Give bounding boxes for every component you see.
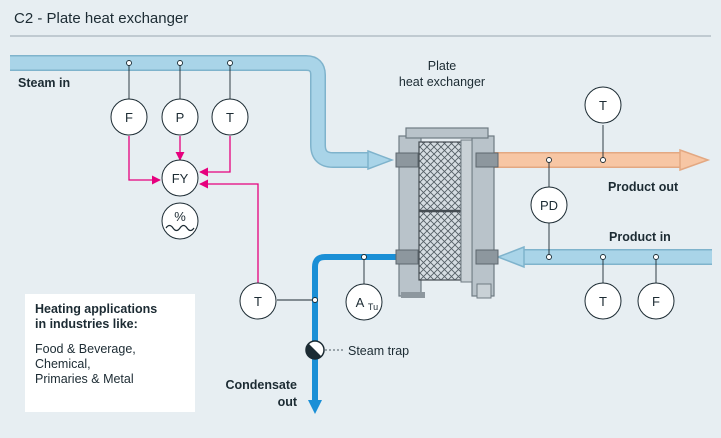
instrument-bubbles: [110, 86, 675, 321]
steam-trap-label: Steam trap: [348, 344, 409, 358]
condensate-out-label-1: Condensate: [225, 378, 297, 392]
instrument-flow-top: F: [125, 110, 133, 125]
instrument-analyzer: A: [356, 295, 365, 310]
plate-heat-exchanger: [395, 127, 499, 299]
instrument-analyzer-sub: Tu: [368, 302, 378, 312]
condensate-pipe: [312, 254, 400, 402]
phe-label-1: Plate: [428, 59, 457, 73]
instrument-flow-computer: FY: [172, 171, 189, 186]
tap-points: [126, 60, 659, 303]
page-title: C2 - Plate heat exchanger: [14, 10, 188, 27]
instrument-pressure-top: P: [176, 110, 185, 125]
industry-item: Food & Beverage,: [35, 342, 136, 356]
liquid-wave-icon: [165, 224, 195, 232]
industry-item: Chemical,: [35, 357, 91, 371]
instrument-flow-product-in: F: [652, 294, 660, 309]
instrument-taps: [128, 63, 657, 301]
product-out-arrow: [679, 148, 711, 172]
product-in-arrow: [495, 245, 525, 269]
instrument-percent: %: [174, 209, 186, 224]
condensate-out-arrow: [308, 400, 322, 414]
steam-inlet-arrow: [367, 149, 395, 171]
steam-trap-fill: [306, 343, 322, 359]
product-in-label: Product in: [609, 230, 671, 244]
instrument-diff-pressure: PD: [540, 198, 558, 213]
steam-pipe: [10, 56, 372, 167]
instrument-temp-top: T: [226, 110, 234, 125]
steam-in-label: Steam in: [18, 76, 70, 90]
product-out-label: Product out: [608, 180, 679, 194]
instrument-temp-product-out: T: [599, 98, 607, 113]
industry-list: Food & Beverage, Chemical, Primaries & M…: [35, 342, 185, 387]
phe-label-2: heat exchanger: [399, 75, 485, 89]
info-box-heading: Heating applications in industries like:: [35, 302, 158, 331]
instrument-temp-product-in: T: [599, 294, 607, 309]
signal-lines: [128, 136, 259, 283]
condensate-out-label-2: out: [278, 395, 298, 409]
info-box: Heating applications in industries like:…: [25, 294, 195, 412]
instrument-temp-condensate: T: [254, 294, 262, 309]
industry-item: Primaries & Metal: [35, 372, 134, 386]
